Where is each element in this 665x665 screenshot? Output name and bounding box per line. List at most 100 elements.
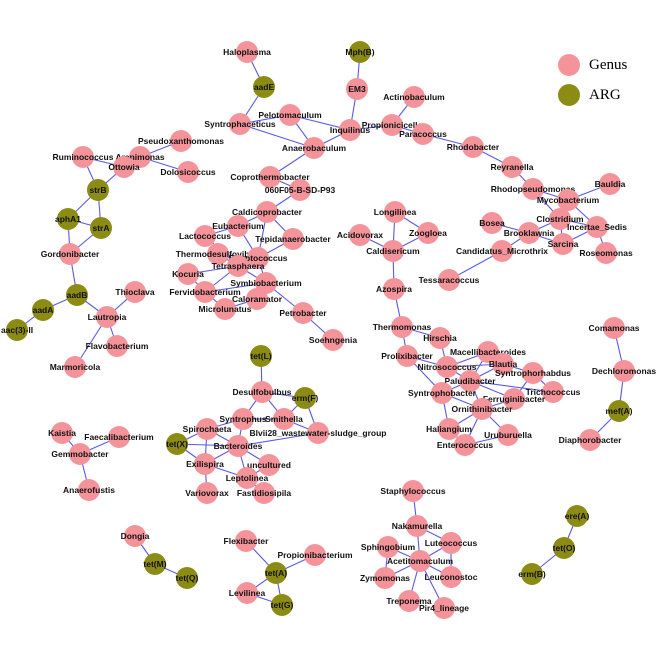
node-prolixibacter: Prolixibacter bbox=[381, 345, 433, 367]
node-zoogloea: Zoogloea bbox=[409, 222, 447, 244]
genus-node-circle bbox=[586, 216, 608, 238]
node-label: Treponema bbox=[386, 596, 432, 606]
edge-syntrophaceticus-anaerobaculum bbox=[239, 123, 315, 149]
node-kaistia: Kaistia bbox=[48, 422, 76, 444]
node-060f05-b-sd-p93: 060F05-B-SD-P93 bbox=[265, 179, 335, 201]
node-tet-x: tet(X) bbox=[166, 433, 188, 455]
node-thermodesulfovibrio: Thermodesulfovibrio bbox=[176, 243, 260, 265]
genus-node-circle bbox=[78, 479, 100, 501]
genus-node-circle bbox=[471, 398, 493, 420]
node-label: aadE bbox=[254, 82, 275, 92]
node-exilispira: Exilispira bbox=[186, 453, 224, 475]
node-label: Kocuria bbox=[172, 269, 204, 279]
node-brooklawnia: Brooklawnia bbox=[504, 222, 555, 244]
genus-node-circle bbox=[417, 222, 439, 244]
node-caldicoprobacter: Caldicoprobacter bbox=[232, 201, 303, 223]
legend-item-arg: ARG bbox=[558, 80, 627, 110]
node-mph-b: Mph(B) bbox=[345, 41, 375, 63]
node-label: Smithella bbox=[265, 414, 303, 424]
node-erm-b: erm(B) bbox=[518, 563, 546, 585]
node-pseudoxanthomonas: Pseudoxanthomonas bbox=[138, 130, 224, 152]
genus-node-circle bbox=[438, 269, 460, 291]
node-label: Pir4_lineage bbox=[419, 603, 469, 613]
node-treponema: Treponema bbox=[386, 590, 432, 612]
node-label: Zoogloea bbox=[409, 228, 447, 238]
legend-label-genus: Genus bbox=[589, 56, 628, 73]
node-erm-f: erm(F) bbox=[292, 387, 318, 409]
node-sarcina: Sarcina bbox=[548, 233, 579, 255]
genus-node-circle bbox=[96, 306, 118, 328]
node-label: Mycobacterium bbox=[537, 195, 600, 205]
genus-node-circle bbox=[384, 201, 406, 223]
node-roseomonas: Roseomonas bbox=[579, 242, 633, 264]
node-label: Staphylococcus bbox=[380, 486, 445, 496]
node-tet-a: tet(A) bbox=[265, 562, 287, 584]
node-soehngenia: Soehngenia bbox=[309, 329, 357, 351]
node-paludibacter: Paludibacter bbox=[444, 370, 496, 392]
node-haliangium: Haliangium bbox=[426, 418, 472, 440]
node-label: tet(O) bbox=[553, 543, 576, 553]
genus-node-circle bbox=[440, 532, 462, 554]
node-microlunatus: Microlunatus bbox=[199, 298, 252, 320]
genus-node-circle bbox=[282, 228, 304, 250]
arg-node-circle bbox=[90, 217, 112, 239]
genus-node-circle bbox=[106, 335, 128, 357]
genus-node-circle bbox=[391, 316, 413, 338]
node-label: Rhodobacter bbox=[447, 142, 500, 152]
node-tet-o: tet(O) bbox=[553, 537, 576, 559]
node-label: Pelotomaculum bbox=[258, 110, 322, 120]
node-trichococcus: Trichococcus bbox=[526, 381, 581, 403]
genus-node-circle bbox=[129, 146, 151, 168]
genus-node-circle bbox=[459, 370, 481, 392]
arg-node-circle bbox=[608, 400, 630, 422]
genus-node-circle bbox=[346, 78, 368, 100]
node-longilinea: Longilinea bbox=[374, 201, 417, 223]
node-lautropia: Lautropia bbox=[88, 306, 127, 328]
node-tetrasphaera: Tetrasphaera bbox=[212, 255, 265, 277]
node-tet-m: tet(M) bbox=[143, 553, 167, 575]
node-label: Haloplasma bbox=[223, 47, 271, 57]
node-fervidobacterium: Fervidobacterium bbox=[169, 281, 241, 303]
node-label: Paludibacter bbox=[444, 376, 496, 386]
genus-node-circle bbox=[194, 281, 216, 303]
genus-node-circle bbox=[236, 41, 258, 63]
node-mef-a: mef(A) bbox=[606, 400, 633, 422]
node-label: Clostridium bbox=[536, 214, 584, 224]
node-ferruginibacter: Ferruginibacter bbox=[483, 388, 546, 410]
node-spirochaeta: Spirochaeta bbox=[183, 418, 232, 440]
node-label: Thioclava bbox=[115, 287, 154, 297]
genus-node-circle bbox=[273, 408, 295, 430]
node-label: Mph(B) bbox=[345, 47, 374, 57]
genus-node-circle bbox=[303, 137, 325, 159]
node-syntrophaceticus: Syntrophaceticus bbox=[204, 113, 276, 135]
node-fastidiosipila: Fastidiosipila bbox=[237, 482, 291, 504]
node-tet-g: tet(G) bbox=[271, 594, 293, 616]
genus-node-circle bbox=[477, 341, 499, 363]
arg-node-circle bbox=[265, 562, 287, 584]
genus-node-circle bbox=[229, 113, 251, 135]
node-coprothermobacter: Coprothermobacter bbox=[230, 166, 310, 188]
node-label: Caloramator bbox=[232, 294, 283, 304]
node-label: Gordonibacter bbox=[41, 249, 100, 259]
node-label: Azospira bbox=[376, 284, 412, 294]
node-label: Sphingobium bbox=[361, 542, 416, 552]
genus-node-circle bbox=[64, 356, 86, 378]
node-label: Ottowia bbox=[108, 162, 139, 172]
node-label: Uruburuella bbox=[484, 430, 532, 440]
node-label: Blvii28_wastewater-sludge_group bbox=[250, 428, 387, 438]
genus-node-circle bbox=[232, 408, 254, 430]
node-streptococcus: Streptococcus bbox=[228, 247, 288, 269]
node-staphylococcus: Staphylococcus bbox=[380, 480, 446, 502]
genus-node-circle bbox=[177, 263, 199, 285]
node-label: Anaerobaculum bbox=[282, 143, 347, 153]
genus-node-circle bbox=[603, 317, 625, 339]
node-label: Marmoricola bbox=[50, 362, 101, 372]
node-label: Acidovorax bbox=[337, 230, 384, 240]
node-faecalibacterium: Faecalibacterium bbox=[84, 426, 154, 448]
node-label: Caldisericum bbox=[366, 246, 420, 256]
node-inquilinus: Inquilinus bbox=[330, 119, 370, 141]
genus-node-circle bbox=[108, 426, 130, 448]
genus-node-circle bbox=[396, 345, 418, 367]
genus-node-circle bbox=[307, 422, 329, 444]
